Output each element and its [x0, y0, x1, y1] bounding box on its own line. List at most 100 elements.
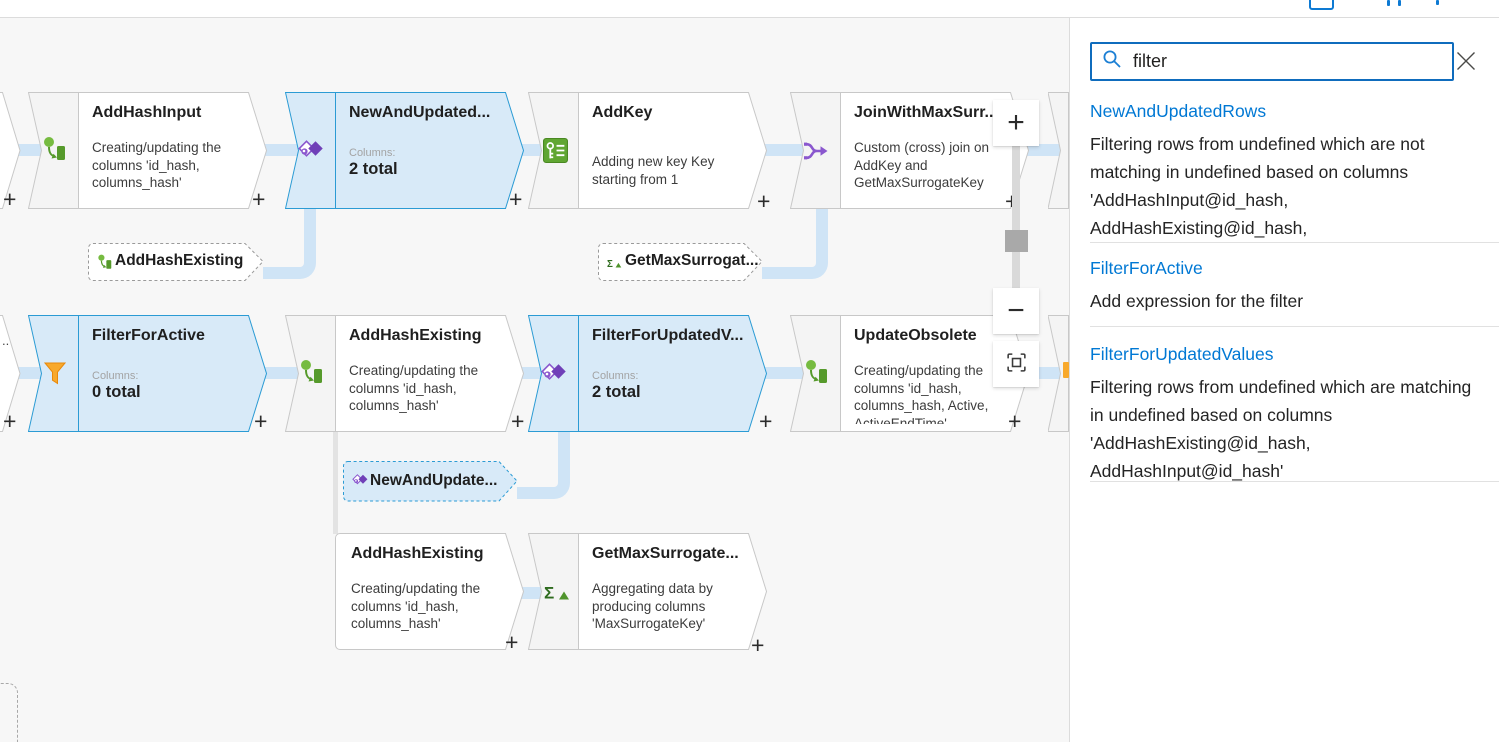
badge-new-and-update[interactable]: NewAndUpdate... [343, 461, 518, 502]
search-result-description: Filtering rows from undefined which are … [1090, 377, 1472, 481]
add-transformation-button[interactable]: + [3, 186, 17, 212]
add-transformation-button[interactable]: + [3, 408, 17, 434]
toolbar-icon-fragment[interactable] [1398, 0, 1401, 6]
badge-shape [343, 461, 518, 502]
node-shape [790, 92, 1029, 209]
toolbar-icon-fragment[interactable] [1436, 0, 1439, 5]
node-shape [335, 533, 524, 650]
svg-text:Σ: Σ [607, 259, 613, 269]
node-title: AddHashExisting [349, 327, 482, 344]
search-result-link[interactable]: NewAndUpdatedRows [1090, 101, 1267, 121]
connector-row1 [0, 144, 1069, 156]
svg-text:Σ: Σ [544, 584, 554, 603]
badge-add-hash-existing[interactable]: AddHashExisting [88, 243, 264, 281]
columns-label: Columns: [592, 370, 639, 382]
node-description: Adding new key Key starting from 1 [592, 154, 715, 187]
aggregate-icon: Σ [544, 583, 572, 607]
search-icon [1102, 49, 1122, 74]
node-new-and-updated[interactable]: NewAndUpdated... Columns: 2 total [285, 92, 524, 209]
node-update-obsolete[interactable]: UpdateObsolete Creating/updating the col… [790, 315, 1029, 432]
partial-node-left-row1[interactable] [0, 92, 21, 209]
minus-icon: − [1007, 294, 1025, 327]
add-transformation-button[interactable]: + [252, 186, 266, 212]
toolbar-keyboard-icon[interactable] [1309, 0, 1334, 10]
node-title: JoinWithMaxSurr... [854, 104, 998, 121]
node-add-hash-existing[interactable]: AddHashExisting Creating/updating the co… [285, 315, 524, 432]
node-add-hash-input[interactable]: AddHashInput Creating/updating the colum… [28, 92, 267, 209]
node-description: Aggregating data by producing columns 'M… [592, 581, 713, 631]
derived-column-icon [299, 359, 323, 390]
filter-icon [1063, 362, 1069, 378]
search-box[interactable] [1090, 42, 1454, 81]
zoom-slider-track[interactable] [1012, 142, 1020, 292]
divider [1090, 481, 1499, 482]
aggregate-icon: Σ [607, 256, 623, 274]
connector-elbow [263, 208, 316, 279]
add-transformation-button[interactable]: + [759, 408, 773, 434]
divider [1090, 242, 1499, 243]
node-shape [28, 92, 267, 209]
top-toolbar [0, 0, 1499, 18]
badge-get-max-surrogate[interactable]: Σ GetMaxSurrogat... [598, 243, 763, 281]
search-input[interactable] [1131, 50, 1425, 73]
add-transformation-button[interactable]: + [751, 632, 765, 658]
node-description: Creating/updating the columns 'id_hash, … [92, 140, 222, 190]
node-title: AddKey [592, 104, 653, 121]
node-shape [528, 533, 767, 650]
derived-column-icon [804, 359, 828, 390]
connector-row2 [0, 367, 1069, 379]
add-transformation-button[interactable]: + [511, 408, 525, 434]
zoom-in-button[interactable]: + [993, 100, 1039, 146]
add-transformation-button[interactable]: + [757, 188, 771, 214]
search-results-panel: NewAndUpdatedRows Filtering rows from un… [1070, 17, 1499, 742]
node-join-with-max-surrogate[interactable]: JoinWithMaxSurr... Custom (cross) join o… [790, 92, 1029, 209]
search-result-link[interactable]: FilterForActive [1090, 258, 1203, 278]
exists-icon [541, 363, 568, 389]
node-title: NewAndUpdated... [349, 104, 491, 121]
node-description: Custom (cross) join on AddKey and GetMax… [854, 140, 990, 190]
columns-value: 2 total [349, 160, 398, 178]
add-transformation-button[interactable]: + [509, 186, 523, 212]
zoom-out-button[interactable]: − [993, 288, 1039, 334]
node-add-hash-existing-ref[interactable]: AddHashExisting Creating/updating the co… [335, 533, 524, 650]
divider [1090, 326, 1499, 327]
zoom-slider-handle[interactable] [1005, 230, 1028, 252]
fit-to-screen-icon [1005, 351, 1028, 377]
branch-line [333, 430, 338, 534]
exists-icon [352, 474, 369, 492]
add-transformation-button[interactable]: + [505, 629, 519, 655]
node-description: Creating/updating the columns 'id_hash, … [854, 363, 989, 424]
node-add-key[interactable]: AddKey Adding new key Key starting from … [528, 92, 767, 209]
node-title: FilterForUpdatedV... [592, 327, 744, 344]
node-title: AddHashInput [92, 104, 202, 121]
node-title: AddHashExisting [351, 545, 484, 562]
filter-icon [43, 362, 67, 391]
node-filter-for-active[interactable]: FilterForActive Columns: 0 total [28, 315, 267, 432]
surrogate-key-icon [543, 138, 568, 168]
connector-elbow [517, 430, 570, 499]
connector-elbow [762, 208, 828, 279]
toolbar-icon-fragment[interactable] [1387, 0, 1390, 6]
partial-node-title: .. [2, 333, 10, 348]
exists-icon [298, 140, 325, 166]
node-get-max-surrogate-key[interactable]: Σ GetMaxSurrogate... Aggregating data by… [528, 533, 767, 650]
derived-column-icon [97, 254, 112, 275]
fit-to-screen-button[interactable] [993, 341, 1039, 387]
search-result-link[interactable]: FilterForUpdatedValues [1090, 344, 1274, 364]
node-description: Creating/updating the columns 'id_hash, … [351, 581, 481, 631]
badge-label: GetMaxSurrogat... [625, 252, 759, 269]
derived-column-icon [42, 136, 66, 167]
node-filter-for-updated-values[interactable]: FilterForUpdatedV... Columns: 2 total [528, 315, 767, 432]
partial-node-right-row2[interactable] [1048, 315, 1069, 432]
partial-node-right-row1[interactable] [1048, 92, 1069, 209]
join-icon [804, 140, 828, 167]
dataflow-canvas[interactable]: .. AddHashInput Creating/updating the co… [0, 18, 1070, 742]
search-result-description: Filtering rows from undefined which are … [1090, 134, 1425, 238]
node-title: UpdateObsolete [854, 327, 977, 344]
plus-icon: + [1007, 106, 1025, 139]
close-icon[interactable] [1455, 50, 1477, 72]
add-transformation-button[interactable]: + [254, 408, 268, 434]
add-transformation-button[interactable]: + [1008, 408, 1022, 434]
node-shape [285, 315, 524, 432]
partial-node-left-row2[interactable] [0, 315, 21, 432]
